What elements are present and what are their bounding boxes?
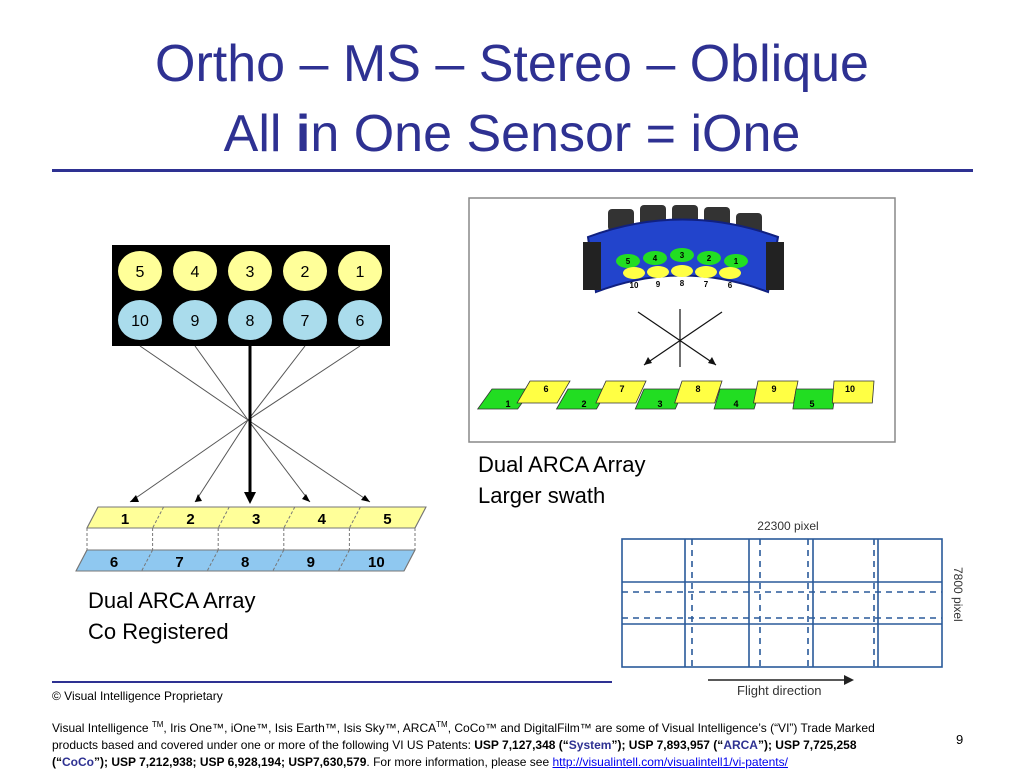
- strip-yellow-cell: [831, 380, 875, 404]
- lens-bottom-10: [623, 267, 645, 279]
- strip-green-cell: [634, 388, 685, 410]
- lens-bottom-8: [671, 265, 693, 277]
- strip-cell-label: 6: [543, 384, 548, 394]
- strip-cell-label: 2: [581, 399, 586, 409]
- lens-top-3: [228, 251, 272, 291]
- lens-label: 8: [246, 313, 255, 330]
- strip-cell-label: 4: [318, 511, 327, 528]
- lens-label: 7: [301, 313, 310, 330]
- slide-title-line1: Ortho – MS – Stereo – Oblique: [155, 35, 869, 93]
- footer-divider: [52, 681, 612, 683]
- strip-cell-label: 8: [695, 384, 700, 394]
- lens-top-1: [338, 251, 382, 291]
- lens-top-1: [724, 254, 748, 268]
- lens-bottom-6: [338, 300, 382, 340]
- lens-label: 5: [626, 257, 631, 266]
- lens-bottom-9: [647, 266, 669, 278]
- strip-cell-label: 3: [252, 511, 260, 528]
- lens-label: 6: [356, 313, 365, 330]
- trademark-notice: Visual Intelligence TM, Iris One™, iOne™…: [52, 720, 875, 769]
- strip-yellow-cell: [516, 380, 571, 404]
- strip-cell-label: 7: [175, 554, 183, 571]
- strip-green-cell: [476, 388, 533, 410]
- lens-label: 7: [704, 280, 709, 289]
- lens-label: 3: [246, 264, 255, 281]
- lens-label: 8: [680, 279, 685, 288]
- lens-label: 2: [707, 254, 712, 263]
- grid-width-label: 22300 pixel: [757, 519, 818, 533]
- strip-cell-label: 10: [368, 554, 385, 571]
- lens-bottom-9: [173, 300, 217, 340]
- title-divider: [52, 169, 973, 172]
- strip-cell-label: 1: [505, 399, 510, 409]
- lens-bottom-10: [118, 300, 162, 340]
- right-caption: Dual ARCA Array Larger swath: [478, 452, 646, 508]
- lens-label: 1: [356, 264, 365, 281]
- strip-cell-label: 6: [110, 554, 118, 571]
- left-arca-diagram: 5 4 3 2 1 10 9 8 7 6 1 2 3 4 5 6 7 8 9 10: [75, 245, 427, 572]
- strip-cell-label: 10: [845, 384, 855, 394]
- flight-direction-label: Flight direction: [737, 683, 822, 698]
- lens-bottom-6: [719, 267, 741, 279]
- lens-top-5: [118, 251, 162, 291]
- lens-label: 9: [656, 280, 661, 289]
- left-caption: Dual ARCA Array Co Registered: [88, 588, 256, 644]
- lens-label: 10: [630, 281, 639, 290]
- proprietary-notice: © Visual Intelligence Proprietary: [52, 689, 223, 703]
- lens-label: 1: [734, 257, 739, 266]
- lens-bottom-7: [695, 266, 717, 278]
- strip-cell-label: 5: [809, 399, 814, 409]
- grid-height-label: 7800 pixel: [951, 567, 965, 622]
- strip-yellow-cell: [595, 380, 647, 404]
- right-arca-diagram: 5 4 3 2 1 10 9 8 7 6 1 6 2 7 3 8 4 9 5 10: [468, 197, 896, 443]
- pixel-grid-diagram: 22300 pixel 7800 pixel Flight direction: [612, 512, 972, 702]
- lens-bottom-8: [228, 300, 272, 340]
- strip-green-cell: [713, 388, 761, 410]
- strip-yellow-cell: [674, 380, 723, 404]
- lens-top-2: [283, 251, 327, 291]
- strip-cell-label: 1: [121, 511, 129, 528]
- strip-cell-label: 5: [383, 511, 391, 528]
- lens-label: 9: [191, 313, 200, 330]
- lens-top-4: [173, 251, 217, 291]
- page-number: 9: [956, 732, 964, 747]
- lens-top-5: [616, 254, 640, 268]
- lens-bottom-7: [283, 300, 327, 340]
- strip-green-cell: [792, 388, 837, 410]
- slide-title-line2: All in One Sensor = iOne: [223, 105, 801, 163]
- strip-cell-label: 8: [241, 554, 249, 571]
- lens-top-4: [643, 251, 667, 265]
- strip-cell-label: 9: [771, 384, 776, 394]
- lens-label: 10: [131, 313, 149, 330]
- lens-label: 6: [728, 281, 733, 290]
- patents-link[interactable]: http://visualintell.com/visualintell1/vi…: [552, 755, 788, 769]
- lens-label: 4: [191, 264, 200, 281]
- lens-label: 5: [136, 264, 145, 281]
- strip-cell-label: 9: [307, 554, 315, 571]
- lens-label: 4: [653, 254, 658, 263]
- lens-top-3: [670, 248, 694, 262]
- lens-top-2: [697, 251, 721, 265]
- strip-cell-label: 4: [733, 399, 738, 409]
- strip-green-cell: [555, 388, 609, 410]
- lens-label: 2: [301, 264, 310, 281]
- strip-cell-label: 2: [186, 511, 194, 528]
- lens-label: 3: [680, 251, 685, 260]
- strip-cell-label: 7: [619, 384, 624, 394]
- strip-cell-label: 3: [657, 399, 662, 409]
